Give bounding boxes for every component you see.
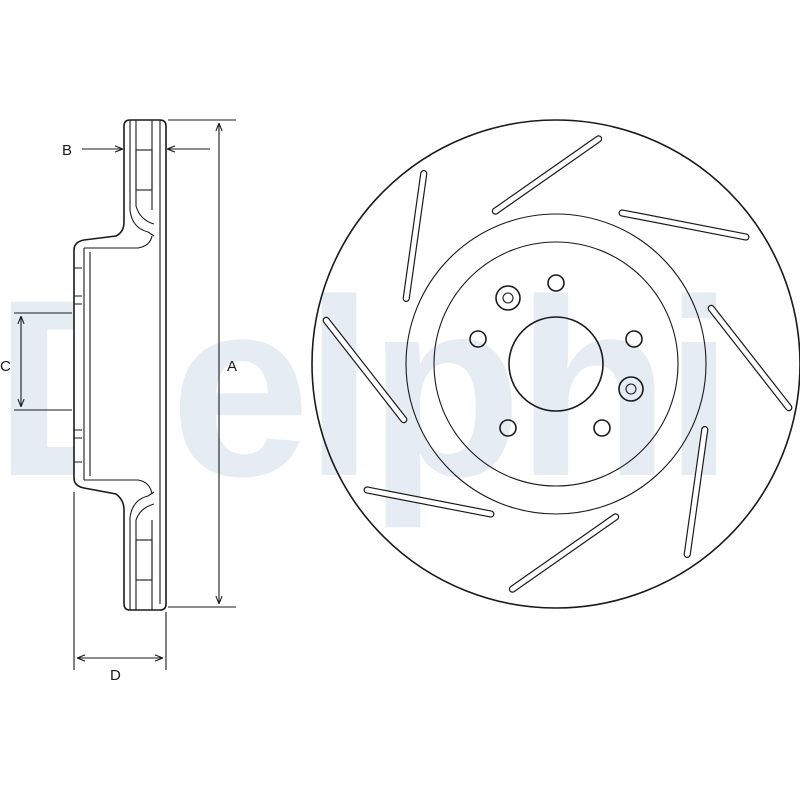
locating-hole [495, 285, 521, 311]
disc-front-view [311, 119, 800, 609]
disc-outer-edge [311, 119, 800, 609]
dimension-c: C [0, 312, 72, 411]
dim-label-c: C [0, 358, 11, 375]
friction-ring-inner [405, 213, 707, 515]
dimension-a: A [168, 119, 237, 608]
disc-slots [322, 135, 793, 593]
lug-hole [499, 419, 517, 437]
dimension-b: B [62, 142, 210, 159]
lug-hole [625, 330, 643, 348]
lug-hole [469, 330, 487, 348]
locating-hole [618, 376, 644, 402]
center-bore [508, 316, 604, 412]
lug-hole [547, 274, 565, 292]
lug-hole [593, 419, 611, 437]
dim-label-b: B [62, 142, 72, 159]
dim-label-d: D [110, 667, 121, 684]
dimension-d: D [73, 492, 167, 684]
disc-side-profile [73, 119, 167, 611]
dim-label-a: A [227, 358, 237, 375]
hat-edge [433, 241, 679, 487]
